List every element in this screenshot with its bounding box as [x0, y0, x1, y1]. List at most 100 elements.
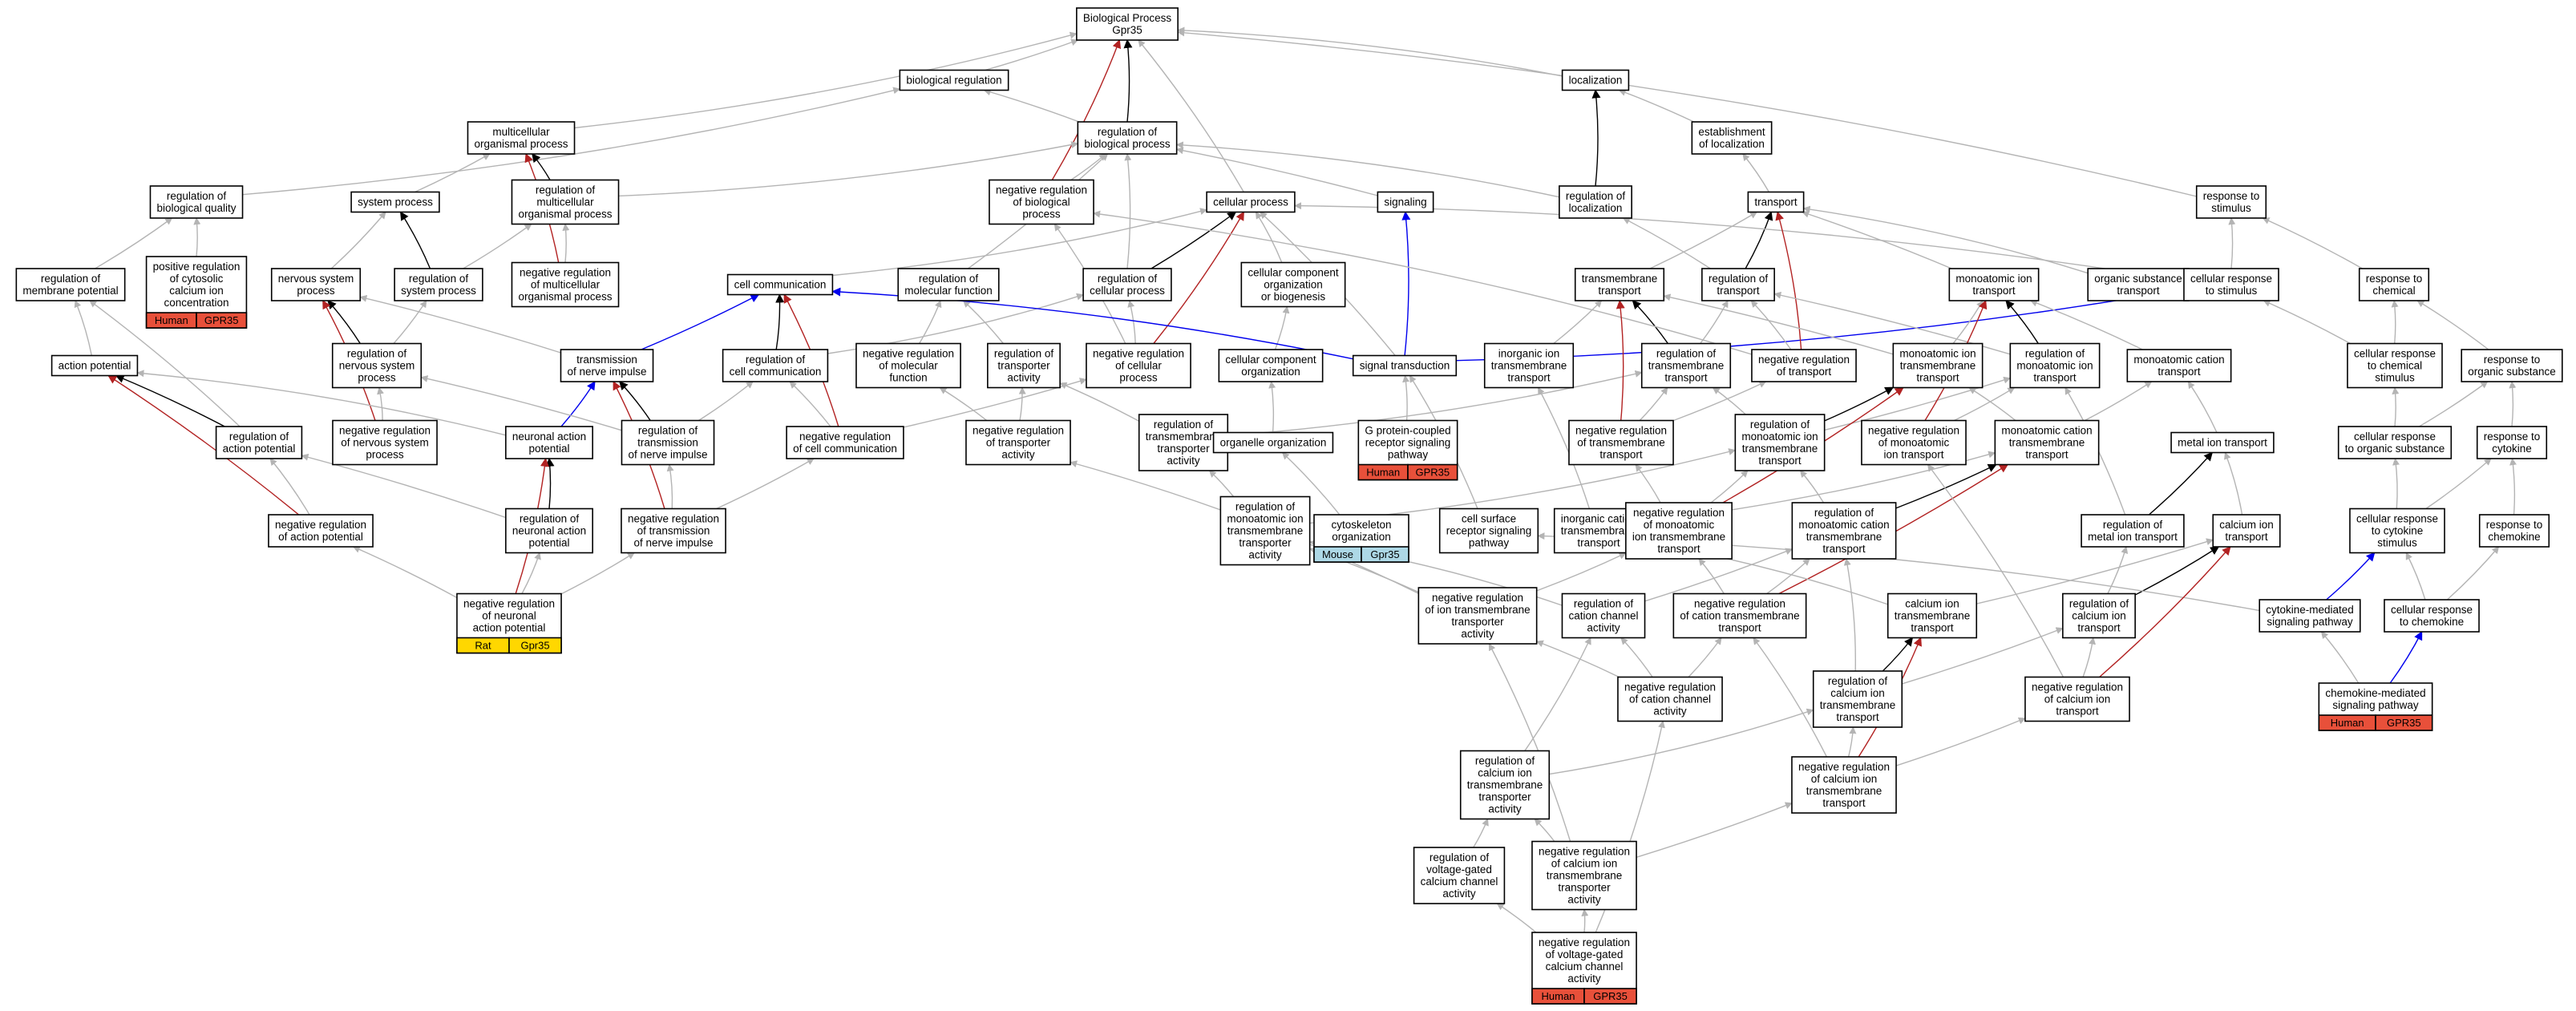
- go-term-node-bio-reg[interactable]: biological regulation: [899, 69, 1009, 91]
- relation-edge-gray: [1175, 147, 1378, 196]
- relation-edge-gray: [1175, 141, 1559, 198]
- go-term-node-action-potential[interactable]: action potential: [51, 354, 139, 377]
- go-term-node-cell-comm[interactable]: cell communication: [726, 273, 834, 296]
- node-label-line: multicellular: [536, 196, 594, 208]
- node-box: [1747, 191, 1805, 213]
- go-term-node-transport[interactable]: transport: [1747, 191, 1805, 213]
- go-term-node-system-proc[interactable]: system process: [350, 191, 440, 213]
- go-term-node-metal-ion-transport[interactable]: metal ion transport: [2170, 431, 2275, 454]
- node-label-line: transport: [1822, 797, 1866, 809]
- go-term-node-localization[interactable]: localization: [1561, 69, 1630, 91]
- node-box: [1561, 69, 1630, 91]
- node-label-line: transport: [1972, 285, 2016, 297]
- go-term-node-signaling[interactable]: signaling: [1377, 191, 1434, 213]
- go-term-node-signal-transduction[interactable]: signal transduction: [1352, 354, 1458, 377]
- node-box: [1417, 587, 1538, 645]
- node-box: [1561, 592, 1646, 639]
- go-term-node-cellular-proc[interactable]: cellular process: [1206, 191, 1296, 213]
- go-term-node-organelle-org[interactable]: organelle organization: [1212, 431, 1334, 454]
